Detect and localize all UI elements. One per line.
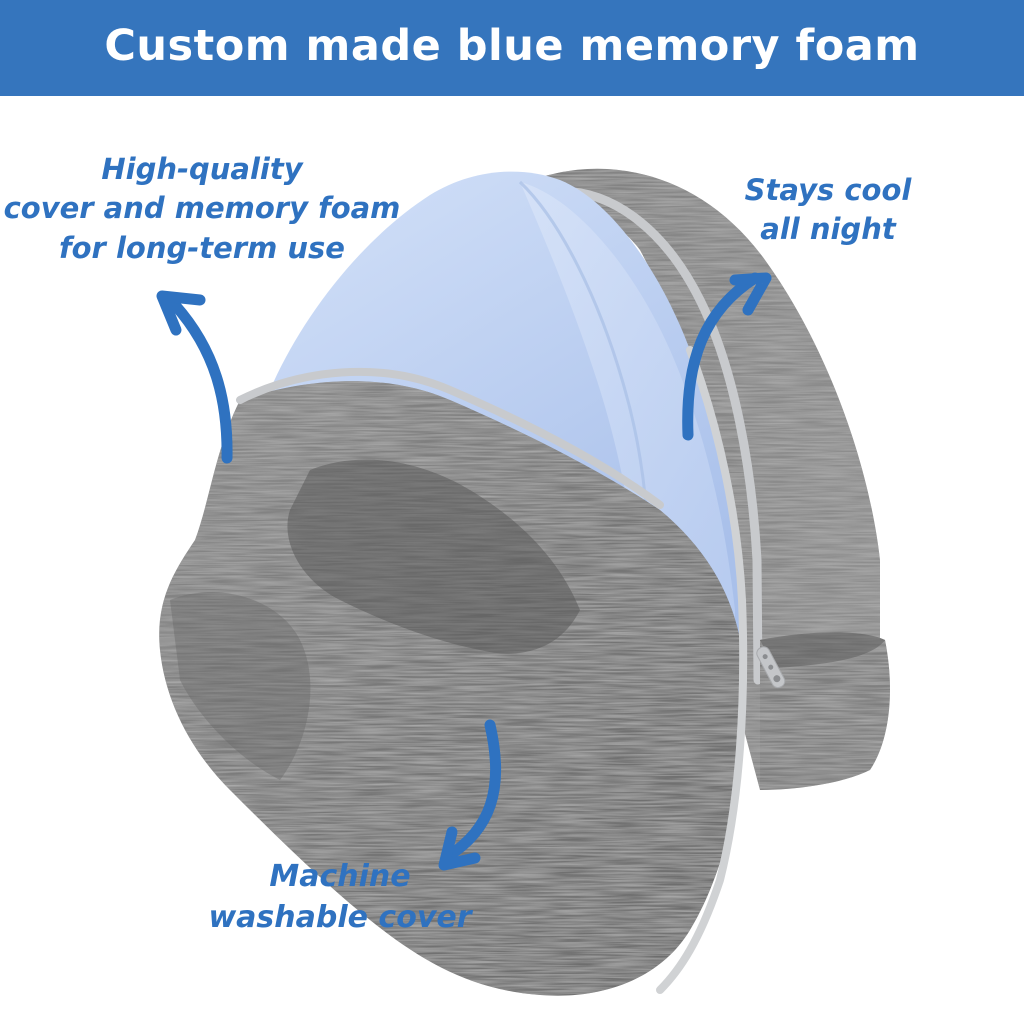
zipper-pull-icon (756, 646, 786, 689)
callout-washable-line-2: washable cover (208, 899, 472, 935)
callout-cooling: Stays cool all night (730, 171, 926, 250)
callout-washable: Machine washable cover (190, 857, 490, 939)
callout-washable-line-1: Machine (269, 859, 411, 894)
callout-quality-line-2: cover and memory foam (3, 191, 401, 226)
callout-quality: High-quality cover and memory foam for l… (0, 150, 404, 268)
callout-cooling-line-2: all night (760, 212, 896, 247)
curved-arrow-down-left-icon (438, 719, 502, 871)
zipper (656, 346, 786, 994)
gray-cover-body (159, 367, 746, 996)
elastic-strap (760, 632, 890, 790)
curved-arrow-up-right-icon (682, 272, 772, 441)
cover-back-rim (520, 168, 880, 790)
callout-quality-line-3: for long-term use (59, 230, 345, 265)
callout-quality-line-1: High-quality (101, 152, 303, 186)
callout-cooling-line-1: Stays cool (744, 173, 912, 207)
header-banner: Custom made blue memory foam (0, 0, 1024, 96)
curved-arrow-up-left-icon (156, 290, 233, 464)
banner-title: Custom made blue memory foam (104, 21, 920, 71)
